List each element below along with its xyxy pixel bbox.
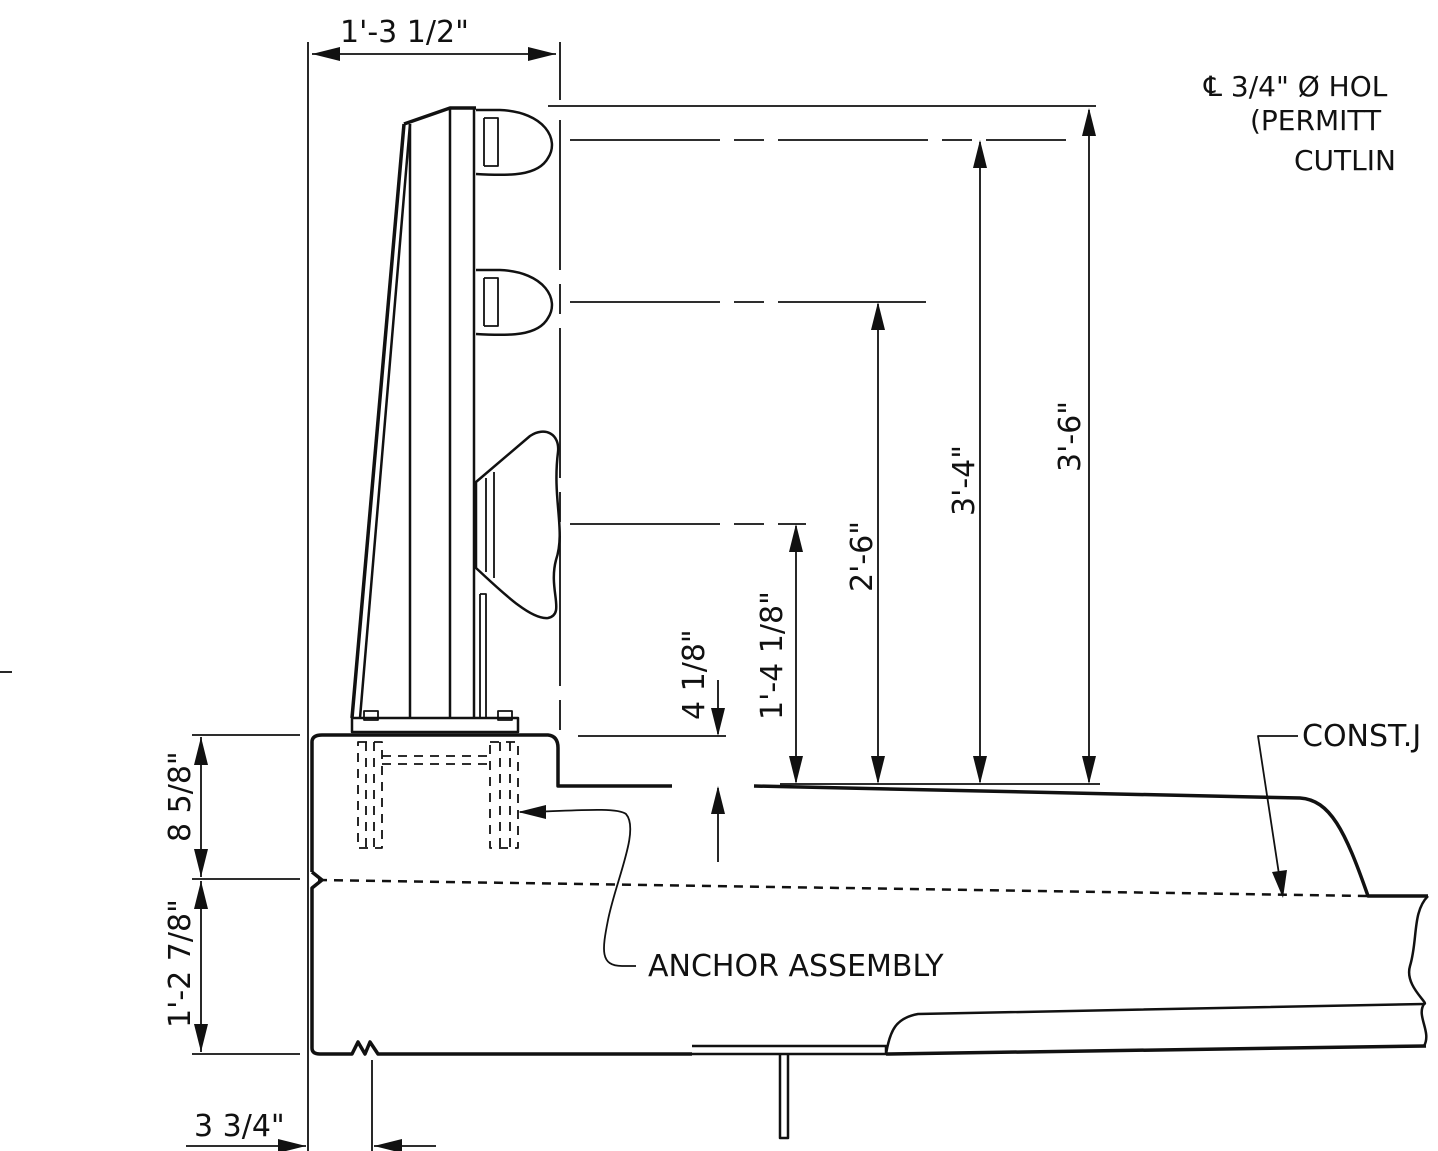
anchor-assembly-label: ANCHOR ASSEMBLY (648, 949, 944, 984)
deck-slab (310, 733, 1429, 1140)
dim-1-4: 1'-4 1/8" (755, 591, 790, 720)
dim-1-2-7-8: 1'-2 7/8" (163, 899, 198, 1028)
dim-4-1-8: 4 1/8" (677, 629, 712, 720)
annotation-texts: ANCHOR ASSEMBLY CONST.J ℄ 3/4" Ø HOL (PE… (648, 70, 1421, 984)
dim-top-width: 1'-3 1/2" (340, 15, 469, 50)
construction-joint-label: CONST.J (1302, 719, 1421, 754)
rail-post (350, 106, 520, 734)
dim-2-6: 2'-6" (845, 521, 880, 592)
anchor-assembly (357, 741, 519, 849)
note-line-2: (PERMITT (1250, 104, 1382, 137)
dim-3-4: 3'-4" (947, 445, 982, 516)
dim-3-6: 3'-6" (1053, 401, 1088, 472)
top-rail (475, 108, 554, 177)
dimension-texts: 1'-3 1/2" 3'-6" 3'-4" 2'-6" 1'-4 1/8" 4 … (163, 15, 1088, 1144)
note-line-1: ℄ 3/4" Ø HOL (1203, 70, 1388, 103)
dim-3-3-4: 3 3/4" (194, 1109, 285, 1144)
dimension-lines (186, 47, 1096, 1151)
extension-lines (0, 42, 1100, 1151)
dim-8-5-8: 8 5/8" (163, 751, 198, 842)
leaders (518, 735, 1298, 967)
bottom-rail (474, 430, 561, 718)
middle-rail (475, 268, 554, 337)
note-line-3: CUTLIN (1294, 144, 1396, 177)
